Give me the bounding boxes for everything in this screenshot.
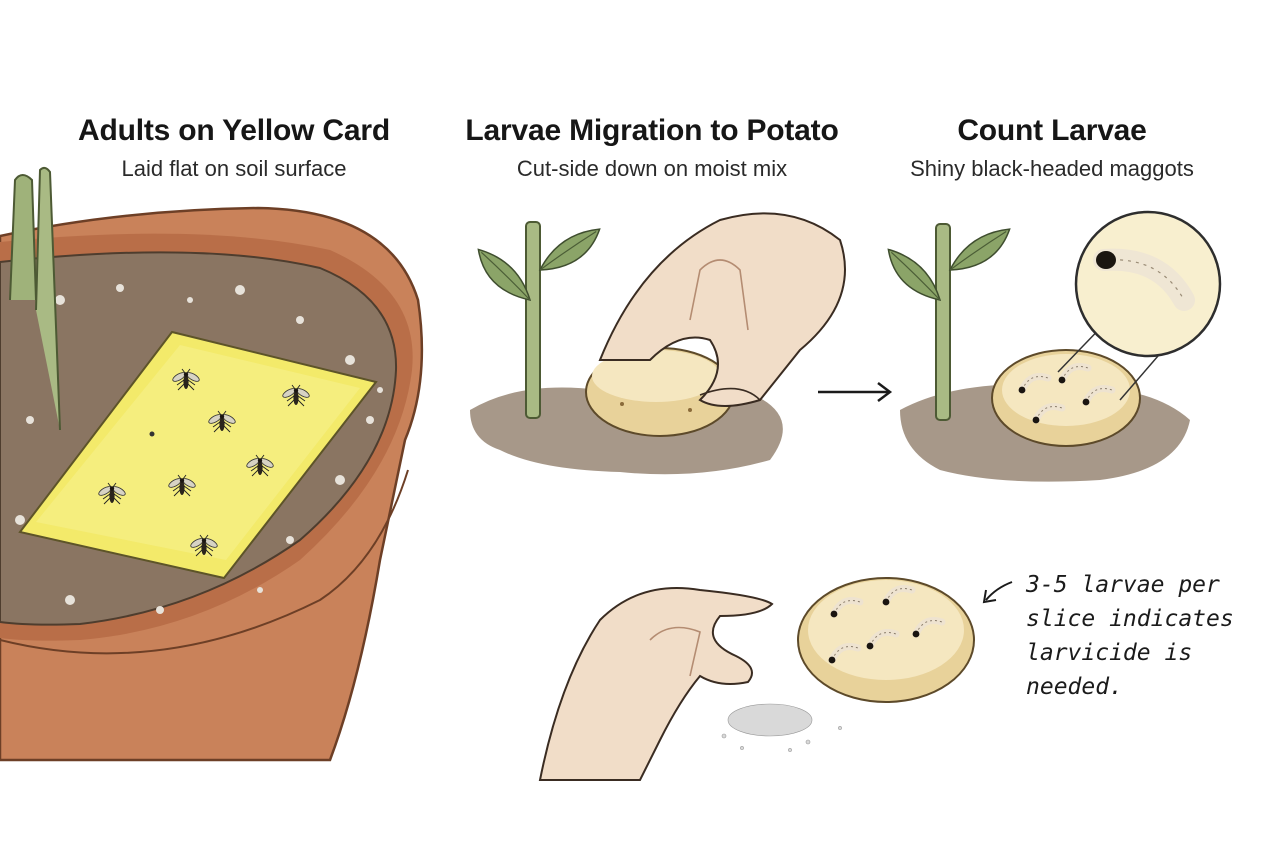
panel-1-heading: Adults on Yellow Card Laid flat on soil … xyxy=(34,114,434,182)
panel-3-heading: Count Larvae Shiny black-headed maggots xyxy=(852,114,1252,182)
plant-stem xyxy=(525,221,541,419)
larvicide-check-scene xyxy=(538,577,1013,781)
yellow-sticky-card xyxy=(18,330,378,580)
note-line: larvicide is xyxy=(1026,640,1193,666)
panel-3-subtitle: Shiny black-headed maggots xyxy=(910,156,1194,181)
larva-icon xyxy=(1093,248,1195,311)
count-larvae-scene xyxy=(876,210,1222,482)
note-line: 3-5 larvae per xyxy=(1026,572,1220,598)
leaf-icon xyxy=(942,225,1018,275)
leaf-icon xyxy=(532,225,608,275)
arrow-icon xyxy=(818,382,893,402)
soil-speckles xyxy=(15,284,383,614)
larvicide-note: 3-5 larvae per slice indicates larvicide… xyxy=(1026,568,1234,704)
hand-icon xyxy=(598,212,846,407)
note-line: needed. xyxy=(1026,674,1123,700)
panel-1-subtitle: Laid flat on soil surface xyxy=(121,156,347,181)
potato-with-larvae xyxy=(797,577,975,703)
panel-2-title: Larvae Migration to Potato xyxy=(465,114,839,147)
powder-pile xyxy=(721,703,842,752)
panel-2-heading: Larvae Migration to Potato Cut-side down… xyxy=(452,114,852,182)
hand-icon xyxy=(538,587,774,781)
potato-slice xyxy=(585,347,735,437)
note-line: slice indicates xyxy=(1026,606,1234,632)
magnifier-icon xyxy=(1057,210,1222,401)
panel-1-title: Adults on Yellow Card xyxy=(78,114,390,147)
panel-2-subtitle: Cut-side down on moist mix xyxy=(516,156,788,181)
plant-stem xyxy=(935,223,951,421)
panel-3-title: Count Larvae xyxy=(957,114,1147,147)
arrow-icon xyxy=(985,581,1013,601)
potato-with-larvae xyxy=(991,349,1141,447)
potato-placement-scene xyxy=(466,212,846,475)
